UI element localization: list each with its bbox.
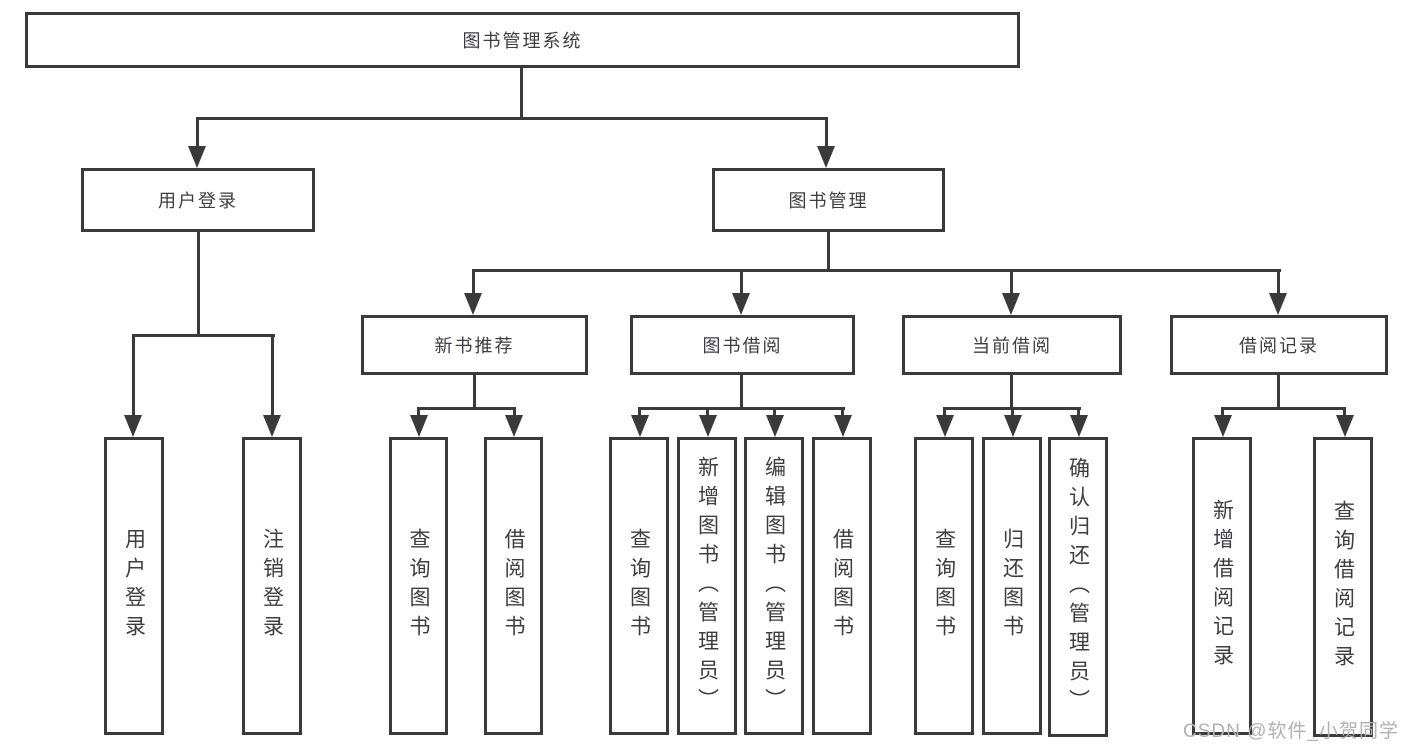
csdn-watermark: CSDN @软件_小贺同学 <box>1183 721 1399 742</box>
leaf-user-login-label: 用户登录 <box>122 528 146 644</box>
leaf-edit-book-admin: 编辑图书（管理员） <box>744 437 804 735</box>
node-new-book-recommend: 新书推荐 <box>361 315 588 375</box>
node-user-login-label: 用户登录 <box>158 191 238 211</box>
connector-manage-stem <box>827 230 830 272</box>
node-book-borrow-label: 图书借阅 <box>702 336 783 356</box>
leaf-borrow-query-book-label: 查询图书 <box>627 528 651 644</box>
arrow-down-icon <box>732 293 750 315</box>
node-book-manage-label: 图书管理 <box>788 191 869 211</box>
connector-recommend-bar <box>417 407 516 410</box>
leaf-add-borrow-record: 新增借阅记录 <box>1192 437 1252 735</box>
leaf-confirm-return-admin-label: 确认归还（管理员） <box>1066 456 1090 718</box>
connector-drop-l3 <box>472 269 475 296</box>
arrow-down-icon <box>263 415 281 437</box>
leaf-return-book-label: 归还图书 <box>1000 528 1024 644</box>
node-borrow-record-label: 借阅记录 <box>1239 336 1319 356</box>
leaf-query-borrow-record: 查询借阅记录 <box>1313 437 1373 737</box>
connector-root-bar <box>196 117 828 120</box>
leaf-add-book-admin: 新增图书（管理员） <box>677 437 737 735</box>
node-borrow-record: 借阅记录 <box>1170 315 1388 375</box>
connector-drop-login <box>196 117 199 150</box>
leaf-edit-book-admin-label: 编辑图书（管理员） <box>762 455 786 717</box>
arrow-down-icon <box>188 146 206 168</box>
connector-drop-leaf <box>1221 407 1224 420</box>
arrow-down-icon <box>1214 415 1232 437</box>
node-user-login: 用户登录 <box>81 168 315 232</box>
leaf-borrow-book: 借阅图书 <box>812 437 872 735</box>
arrow-down-icon <box>1336 415 1354 437</box>
arrow-down-icon <box>505 415 523 437</box>
leaf-logout-label: 注销登录 <box>260 528 284 644</box>
leaf-recommend-borrow-book-label: 借阅图书 <box>502 528 525 644</box>
connector-drop-manage <box>825 117 828 150</box>
leaf-current-query-book-label: 查询图书 <box>932 528 956 644</box>
connector-drop-leaf <box>638 407 641 420</box>
leaf-query-borrow-record-label: 查询借阅记录 <box>1331 500 1355 674</box>
connector-borrow-stem <box>740 373 743 410</box>
connector-drop-leaf <box>271 334 274 416</box>
connector-record-bar <box>1221 407 1346 410</box>
arrow-down-icon <box>766 415 784 437</box>
connector-drop-leaf <box>1011 407 1014 420</box>
connector-record-stem <box>1277 373 1280 410</box>
leaf-confirm-return-admin: 确认归还（管理员） <box>1048 437 1108 737</box>
connector-borrow-bar <box>638 407 845 410</box>
connector-current-stem <box>1010 373 1013 410</box>
arrow-down-icon <box>464 293 482 315</box>
connector-drop-leaf <box>417 407 420 420</box>
connector-drop-l3 <box>740 269 743 296</box>
connector-drop-leaf <box>1077 407 1080 420</box>
arrow-down-icon <box>817 146 835 168</box>
node-current-borrow-label: 当前借阅 <box>972 336 1052 356</box>
arrow-down-icon <box>1004 415 1022 437</box>
connector-drop-leaf <box>706 407 709 420</box>
arrow-down-icon <box>1070 415 1088 437</box>
connector-drop-leaf <box>513 407 516 420</box>
leaf-borrow-query-book: 查询图书 <box>609 437 669 735</box>
connector-drop-leaf <box>943 407 946 420</box>
arrow-down-icon <box>631 415 649 437</box>
connector-manage-bar <box>472 269 1281 272</box>
arrow-down-icon <box>1269 293 1287 315</box>
leaf-borrow-book-label: 借阅图书 <box>830 528 854 644</box>
connector-drop-l3 <box>1277 269 1280 296</box>
leaf-logout: 注销登录 <box>242 437 302 735</box>
connector-login-stem <box>197 230 200 337</box>
node-current-borrow: 当前借阅 <box>902 315 1122 375</box>
leaf-recommend-query-book: 查询图书 <box>389 437 448 735</box>
node-new-book-recommend-label: 新书推荐 <box>434 336 515 356</box>
arrow-down-icon <box>1002 293 1020 315</box>
node-root: 图书管理系统 <box>25 12 1020 68</box>
connector-login-bar <box>132 334 275 337</box>
arrow-down-icon <box>699 415 717 437</box>
connector-drop-leaf <box>841 407 844 420</box>
connector-recommend-stem <box>473 373 476 410</box>
leaf-current-query-book: 查询图书 <box>914 437 974 735</box>
arrow-down-icon <box>936 415 954 437</box>
leaf-add-book-admin-label: 新增图书（管理员） <box>695 455 719 717</box>
connector-drop-leaf <box>132 334 135 416</box>
connector-drop-leaf <box>773 407 776 420</box>
arrow-down-icon <box>410 415 428 437</box>
leaf-add-borrow-record-label: 新增借阅记录 <box>1210 499 1234 673</box>
arrow-down-icon <box>834 415 852 437</box>
connector-root-stem <box>520 66 523 120</box>
arrow-down-icon <box>124 415 142 437</box>
node-root-label: 图书管理系统 <box>462 31 583 51</box>
connector-drop-l3 <box>1010 269 1013 296</box>
leaf-return-book: 归还图书 <box>982 437 1042 735</box>
node-book-manage: 图书管理 <box>712 168 945 232</box>
leaf-recommend-borrow-book: 借阅图书 <box>484 437 543 735</box>
node-book-borrow: 图书借阅 <box>630 315 855 375</box>
connector-drop-leaf <box>1343 407 1346 420</box>
leaf-recommend-query-book-label: 查询图书 <box>407 528 430 644</box>
leaf-user-login: 用户登录 <box>104 437 164 735</box>
